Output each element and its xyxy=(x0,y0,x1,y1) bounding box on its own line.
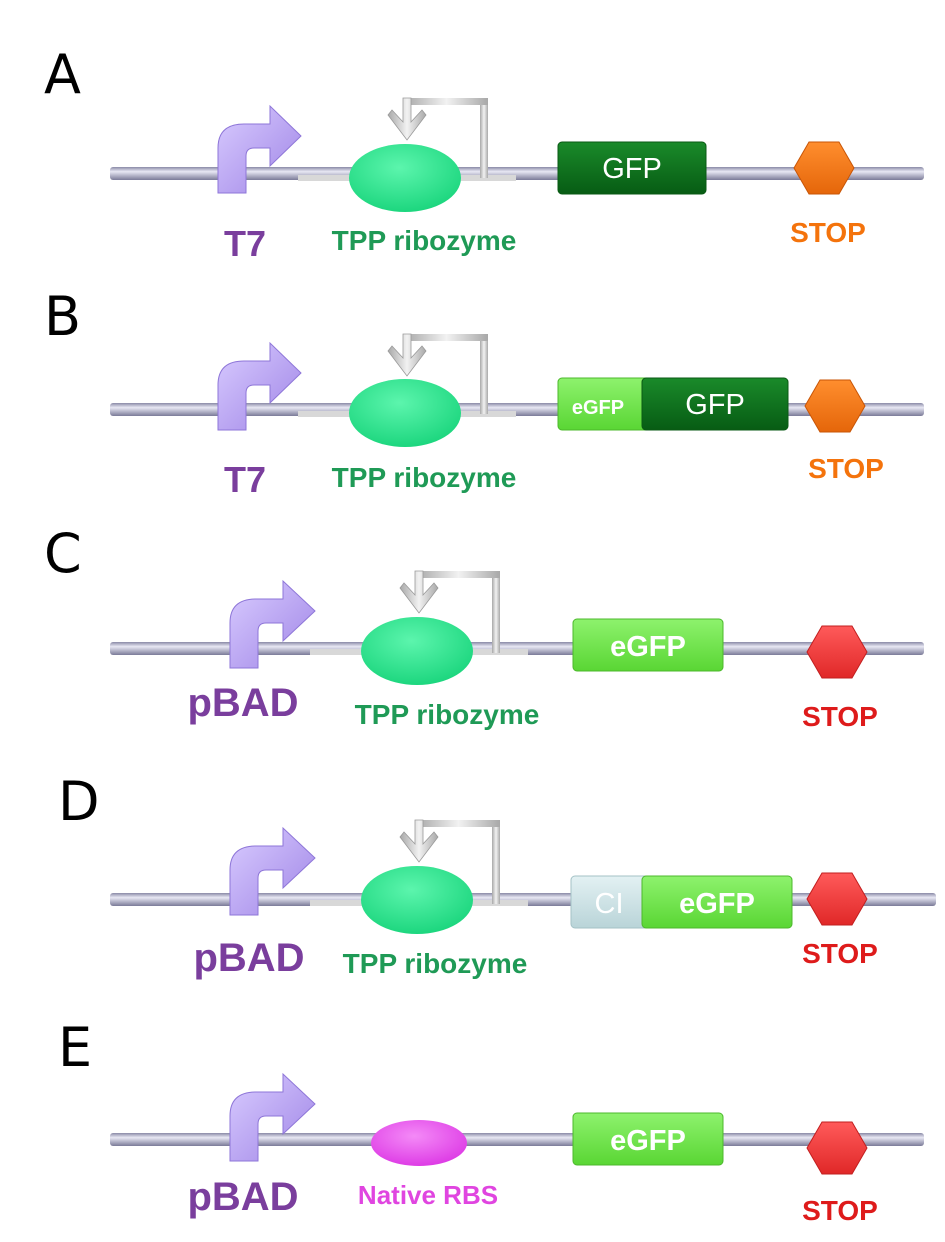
stop-icon xyxy=(806,872,868,926)
promoter-label: T7 xyxy=(224,459,266,500)
gene-box-egfp xyxy=(572,618,724,672)
element-label: TPP ribozyme xyxy=(355,699,540,730)
promoter-arrow-icon xyxy=(217,104,302,194)
element-label: TPP ribozyme xyxy=(332,225,517,256)
panel-d: D pBAD TPP ribozyme CI eGFP STOP xyxy=(58,770,936,980)
gene-box-gfp xyxy=(557,141,707,195)
stop-label: STOP xyxy=(802,701,878,732)
panel-label: D xyxy=(58,770,100,833)
promoter-arrow-icon xyxy=(229,579,316,669)
element-label: TPP ribozyme xyxy=(343,948,528,979)
promoter-label: T7 xyxy=(224,223,266,264)
panel-e: E pBAD Native RBS eGFP STOP xyxy=(58,1016,924,1226)
gene-label: eGFP xyxy=(572,397,624,419)
panel-label: B xyxy=(44,285,81,348)
stop-label: STOP xyxy=(802,938,878,969)
panel-c: C pBAD TPP ribozyme eGFP STOP xyxy=(44,522,924,732)
promoter-label: pBAD xyxy=(187,1175,298,1219)
promoter-label: pBAD xyxy=(193,936,304,980)
element-label: TPP ribozyme xyxy=(332,462,517,493)
gene-box-gfp xyxy=(641,377,789,431)
promoter-arrow-icon xyxy=(217,341,302,431)
gene-label: CI xyxy=(595,888,624,920)
gene-label: GFP xyxy=(685,389,745,421)
panel-a: A T7 TPP ribozyme GFP STOP xyxy=(44,43,924,264)
panel-label: E xyxy=(58,1016,92,1079)
ribozyme-icon xyxy=(361,617,473,685)
gene-box-egfp xyxy=(641,875,793,929)
panel-label: A xyxy=(44,43,81,106)
gene-label: eGFP xyxy=(679,888,755,920)
stop-label: STOP xyxy=(790,217,866,248)
gene-label: GFP xyxy=(602,153,662,185)
ribozyme-icon xyxy=(349,379,461,447)
ribozyme-icon xyxy=(361,866,473,934)
stop-icon xyxy=(806,1121,868,1175)
element-label: Native RBS xyxy=(358,1180,498,1210)
gene-box-egfp xyxy=(572,1112,724,1166)
stop-icon xyxy=(804,379,866,433)
promoter-label: pBAD xyxy=(187,681,298,725)
gene-label: eGFP xyxy=(610,1125,686,1157)
rbs-icon xyxy=(371,1120,467,1166)
ribozyme-icon xyxy=(349,144,461,212)
promoter-arrow-icon xyxy=(229,1072,316,1162)
panel-b: B T7 TPP ribozyme eGFP GFP STOP xyxy=(44,285,924,500)
stop-icon xyxy=(806,625,868,679)
gene-label: eGFP xyxy=(610,631,686,663)
stop-icon xyxy=(793,141,855,195)
promoter-arrow-icon xyxy=(229,826,316,916)
stop-label: STOP xyxy=(802,1195,878,1226)
panel-label: C xyxy=(44,522,82,585)
stop-label: STOP xyxy=(808,453,884,484)
